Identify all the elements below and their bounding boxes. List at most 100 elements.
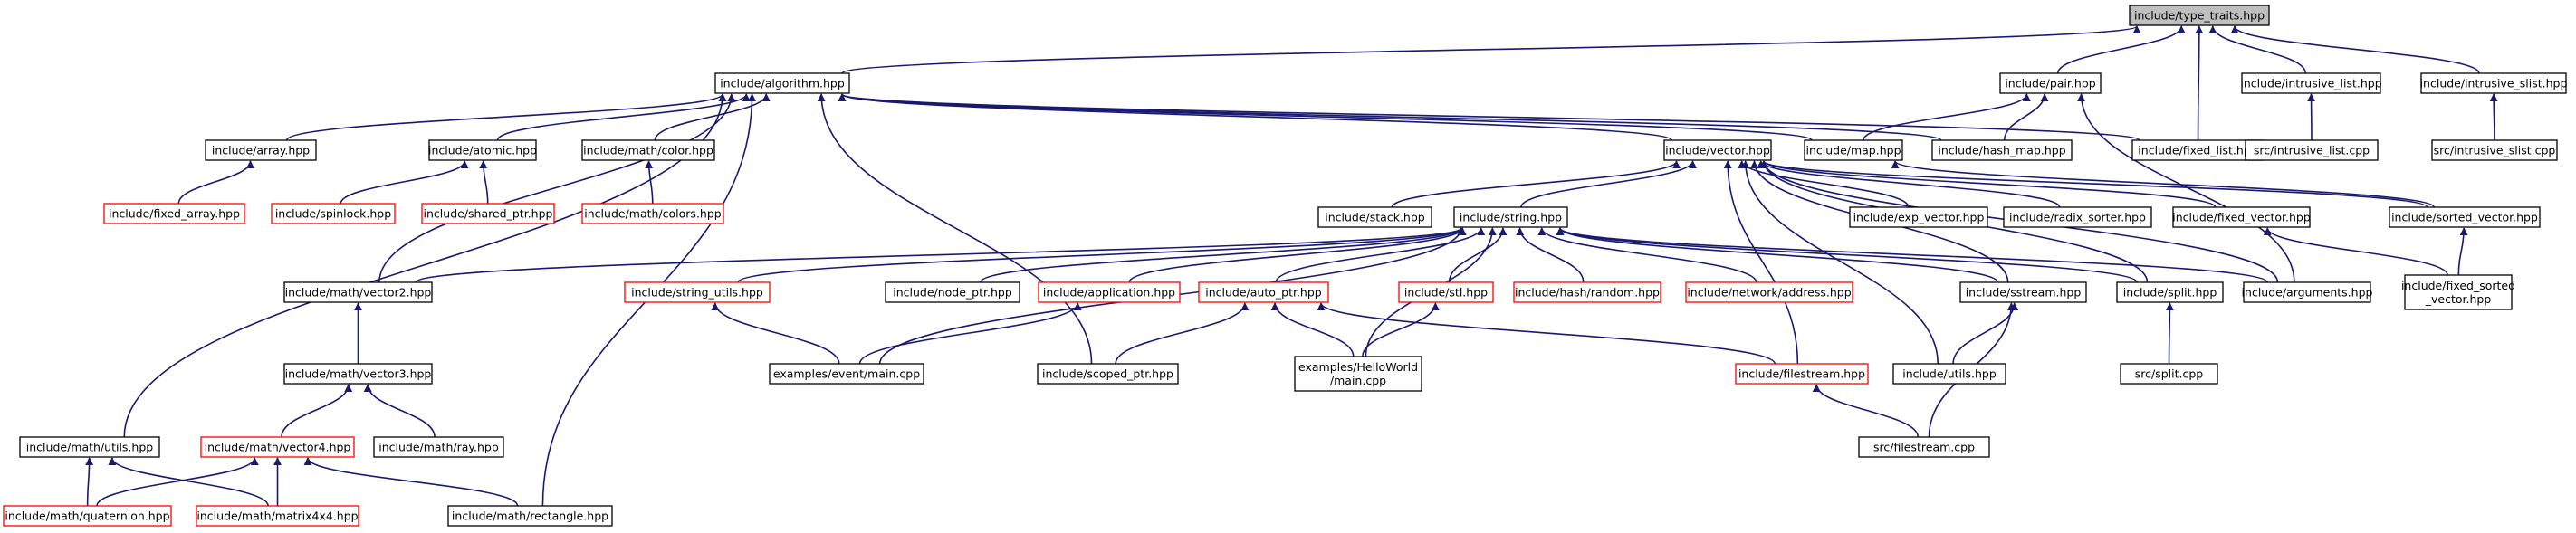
node-label: include/spinlock.hpp bbox=[275, 207, 391, 221]
edge-stack-to-vector bbox=[1391, 160, 1681, 208]
node-spinlock[interactable]: include/spinlock.hpp bbox=[271, 203, 396, 224]
node-intrusive-slist[interactable]: include/intrusive_slist.hpp bbox=[2420, 72, 2568, 94]
node-vector4[interactable]: include/math/vector4.hpp bbox=[200, 436, 355, 458]
edge-spinlock-to-atomic bbox=[340, 160, 469, 205]
edge-fixed-sorted-vector-to-fixed-vector bbox=[2263, 227, 2448, 276]
node-box bbox=[1735, 363, 1869, 385]
node-matrix4x4[interactable]: include/math/matrix4x4.hpp bbox=[196, 505, 359, 527]
node-box bbox=[1849, 206, 1988, 228]
node-rectangle[interactable]: include/math/rectangle.hpp bbox=[447, 505, 613, 527]
node-address[interactable]: include/network/address.hpp bbox=[1685, 281, 1853, 303]
edge-application-to-string bbox=[1128, 227, 1467, 283]
node-split[interactable]: include/split.hpp bbox=[2116, 281, 2224, 303]
node-colors[interactable]: include/math/colors.hpp bbox=[581, 203, 724, 224]
node-fixed-sorted-vector[interactable]: include/fixed_sorted_vector.hpp bbox=[2401, 274, 2515, 310]
node-fixed-list[interactable]: include/fixed_list.hpp bbox=[2131, 139, 2265, 161]
node-label: include/string.hpp bbox=[1460, 211, 1562, 224]
node-vector2[interactable]: include/math/vector2.hpp bbox=[283, 281, 433, 303]
node-label: include/math/utils.hpp bbox=[26, 441, 153, 454]
node-label: include/vector.hpp bbox=[1665, 144, 1770, 157]
node-shared-ptr[interactable]: include/shared_ptr.hpp bbox=[421, 203, 555, 224]
node-box bbox=[1685, 281, 1853, 303]
edge-fixed-list-to-type-traits bbox=[2195, 25, 2204, 141]
node-application[interactable]: include/application.hpp bbox=[1038, 281, 1181, 303]
node-box bbox=[283, 363, 433, 385]
edge-arguments-to-string bbox=[1556, 227, 2268, 283]
node-pair[interactable]: include/pair.hpp bbox=[1999, 72, 2102, 94]
edge-hash-map-to-pair bbox=[2003, 93, 2049, 141]
edge-algorithm-to-type-traits bbox=[841, 25, 2140, 74]
node-label: include/fixed_array.hpp bbox=[109, 207, 240, 221]
node-box bbox=[1317, 206, 1432, 228]
edge-utils-to-sstream bbox=[1952, 302, 2019, 365]
node-intrusive-list[interactable]: include/intrusive_list.hpp bbox=[2240, 72, 2382, 94]
edge-color-to-algorithm bbox=[654, 93, 771, 141]
edge-auto-ptr-to-string bbox=[1275, 227, 1486, 283]
node-array[interactable]: include/array.hpp bbox=[205, 139, 317, 161]
node-stack[interactable]: include/stack.hpp bbox=[1317, 206, 1432, 228]
node-algorithm[interactable]: include/algorithm.hpp bbox=[714, 72, 850, 94]
node-label: include/stack.hpp bbox=[1325, 211, 1425, 224]
edge-vector4-to-vector3 bbox=[281, 384, 353, 438]
node-random[interactable]: include/hash/random.hpp bbox=[1513, 281, 1661, 303]
node-box bbox=[1038, 281, 1181, 303]
node-label: include/math/quaternion.hpp bbox=[5, 509, 169, 523]
node-fixed-array[interactable]: include/fixed_array.hpp bbox=[103, 203, 245, 224]
node-vector[interactable]: include/vector.hpp bbox=[1663, 139, 1772, 161]
node-box bbox=[271, 203, 396, 224]
node-label: include/intrusive_slist.hpp bbox=[2420, 77, 2568, 90]
node-arguments[interactable]: include/arguments.hpp bbox=[2242, 281, 2373, 303]
node-box bbox=[1999, 72, 2102, 94]
node-box bbox=[2120, 363, 2218, 385]
node-fixed-vector[interactable]: include/fixed_vector.hpp bbox=[2172, 206, 2311, 228]
node-label: include/math/matrix4x4.hpp bbox=[196, 509, 358, 523]
node-hash-map[interactable]: include/hash_map.hpp bbox=[1931, 139, 2073, 161]
node-exp-vector[interactable]: include/exp_vector.hpp bbox=[1849, 206, 1988, 228]
node-color[interactable]: include/math/color.hpp bbox=[581, 139, 715, 161]
node-box bbox=[1294, 356, 1422, 392]
node-box bbox=[1663, 139, 1772, 161]
node-map[interactable]: include/map.hpp bbox=[1804, 139, 1903, 161]
edge-pair-to-type-traits bbox=[2056, 25, 2186, 74]
node-box bbox=[1804, 139, 1903, 161]
node-radix-sorter[interactable]: include/radix_sorter.hpp bbox=[2003, 206, 2152, 228]
edge-filestream-to-vector bbox=[1723, 160, 1799, 365]
node-label: include/exp_vector.hpp bbox=[1853, 211, 1985, 224]
node-label: include/string_utils.hpp bbox=[631, 286, 763, 300]
edge-intrusive-list-to-type-traits bbox=[2208, 25, 2307, 74]
node-vector3[interactable]: include/math/vector3.hpp bbox=[283, 363, 433, 385]
node-helloworld-main[interactable]: examples/HelloWorld/main.cpp bbox=[1294, 356, 1422, 392]
node-label: src/filestream.cpp bbox=[1873, 441, 1975, 454]
node-event-main[interactable]: examples/event/main.cpp bbox=[769, 363, 924, 385]
node-sstream[interactable]: include/sstream.hpp bbox=[1959, 281, 2087, 303]
node-stl[interactable]: include/stl.hpp bbox=[1398, 281, 1494, 303]
edge-colors-to-color bbox=[645, 160, 654, 205]
node-intrusive-list-cpp[interactable]: src/intrusive_list.cpp bbox=[2245, 139, 2379, 161]
node-quaternion[interactable]: include/math/quaternion.hpp bbox=[3, 505, 172, 527]
node-math-utils[interactable]: include/math/utils.hpp bbox=[19, 436, 160, 458]
node-auto-ptr[interactable]: include/auto_ptr.hpp bbox=[1198, 281, 1329, 303]
node-intrusive-slist-cpp[interactable]: src/intrusive_slist.cpp bbox=[2431, 139, 2558, 161]
node-scoped-ptr[interactable]: include/scoped_ptr.hpp bbox=[1037, 363, 1179, 385]
node-type-traits[interactable]: include/type_traits.hpp bbox=[2129, 5, 2270, 26]
node-ray[interactable]: include/math/ray.hpp bbox=[373, 436, 504, 458]
edge-fixed-vector-to-vector bbox=[1759, 160, 2217, 208]
node-box bbox=[447, 505, 613, 527]
node-filestream-cpp[interactable]: src/filestream.cpp bbox=[1858, 436, 1990, 458]
node-string-utils[interactable]: include/string_utils.hpp bbox=[624, 281, 771, 303]
node-node-ptr[interactable]: include/node_ptr.hpp bbox=[885, 281, 1020, 303]
node-atomic[interactable]: include/atomic.hpp bbox=[428, 139, 537, 161]
node-box bbox=[2243, 281, 2371, 303]
node-label: src/intrusive_list.cpp bbox=[2254, 144, 2370, 157]
node-box bbox=[2389, 206, 2541, 228]
node-label: include/math/vector4.hpp bbox=[205, 441, 351, 454]
node-split-cpp[interactable]: src/split.cpp bbox=[2120, 363, 2218, 385]
edge-utils-to-vector bbox=[1741, 160, 1939, 365]
node-string[interactable]: include/string.hpp bbox=[1453, 206, 1568, 228]
node-label: include/math/vector2.hpp bbox=[285, 286, 432, 300]
node-label: include/atomic.hpp bbox=[428, 144, 537, 157]
node-sorted-vector[interactable]: include/sorted_vector.hpp bbox=[2389, 206, 2541, 228]
node-filestream[interactable]: include/filestream.hpp bbox=[1735, 363, 1869, 385]
node-utils[interactable]: include/utils.hpp bbox=[1892, 363, 2006, 385]
node-box bbox=[1453, 206, 1568, 228]
